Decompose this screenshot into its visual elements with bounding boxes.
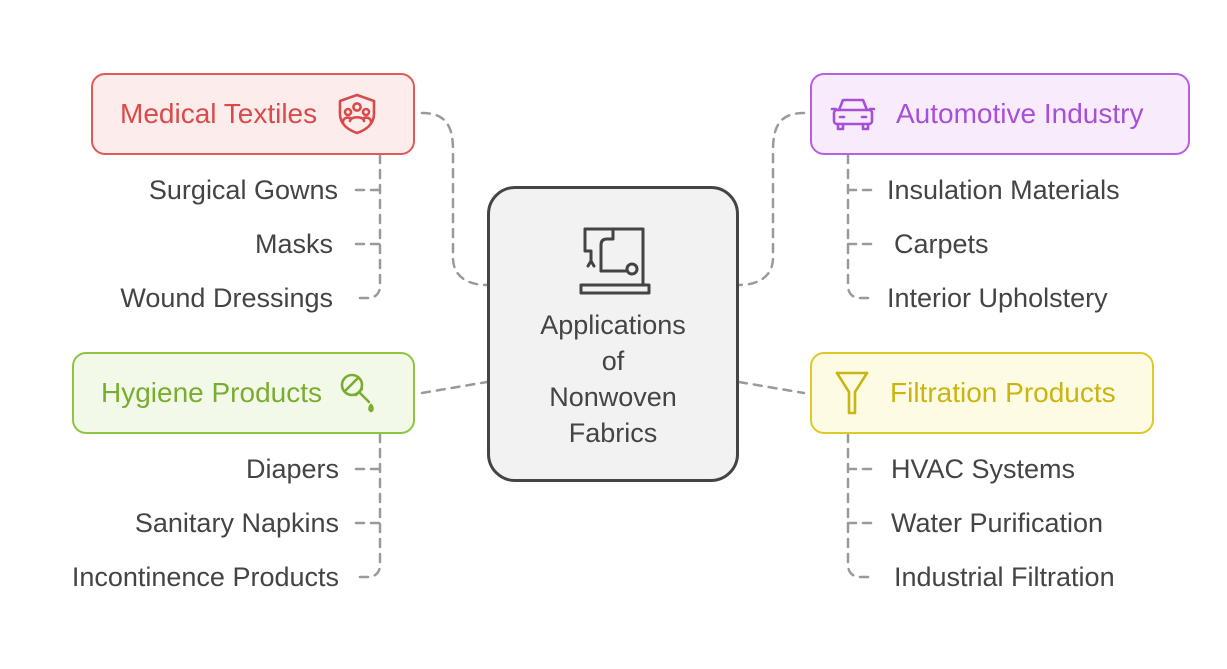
list-item: Insulation Materials [887,175,1120,205]
list-item: Sanitary Napkins [134,508,339,538]
list-item: Incontinence Products [71,562,339,592]
list-item: Industrial Filtration [894,562,1115,592]
connector-hygiene [420,380,489,395]
list-item: Surgical Gowns [148,175,338,205]
branch-filtration [846,432,874,579]
category-label: Automotive Industry [896,98,1144,129]
list-item: Diapers [245,454,339,484]
list-item: HVAC Systems [891,454,1076,484]
center-title-line: Fabrics [568,418,658,448]
center-title: Applications of Nonwoven Fabrics [500,307,726,451]
list-item: Interior Upholstery [887,283,1108,313]
center-title-line: of [601,346,625,376]
connector-medical [420,111,489,287]
category-label: Filtration Products [890,377,1116,408]
category-label: Medical Textiles [120,98,318,129]
category-automotive-industry: Automotive Industry [810,73,1190,155]
connector-filtration [737,380,806,395]
center-node: Applications of Nonwoven Fabrics [487,186,739,482]
category-label: Hygiene Products [101,377,323,408]
branch-medical [354,153,382,300]
center-title-line: Applications [540,310,686,340]
connector-automotive [737,111,806,287]
category-filtration-products: Filtration Products [810,352,1154,434]
funnel-icon [835,371,869,415]
branch-automotive [846,153,874,300]
category-hygiene-products: Hygiene Products [72,352,415,434]
list-item: Carpets [894,229,989,259]
branch-hygiene [354,432,382,579]
car-icon [830,98,876,131]
sewing-machine-icon [579,227,651,295]
list-item: Water Purification [891,508,1104,538]
category-medical-textiles: Medical Textiles [91,73,415,155]
dropper-icon [340,373,374,413]
list-item: Wound Dressings [120,283,333,313]
shield-people-icon [338,93,376,135]
list-item: Masks [254,229,333,259]
center-title-line: Nonwoven [549,382,677,412]
